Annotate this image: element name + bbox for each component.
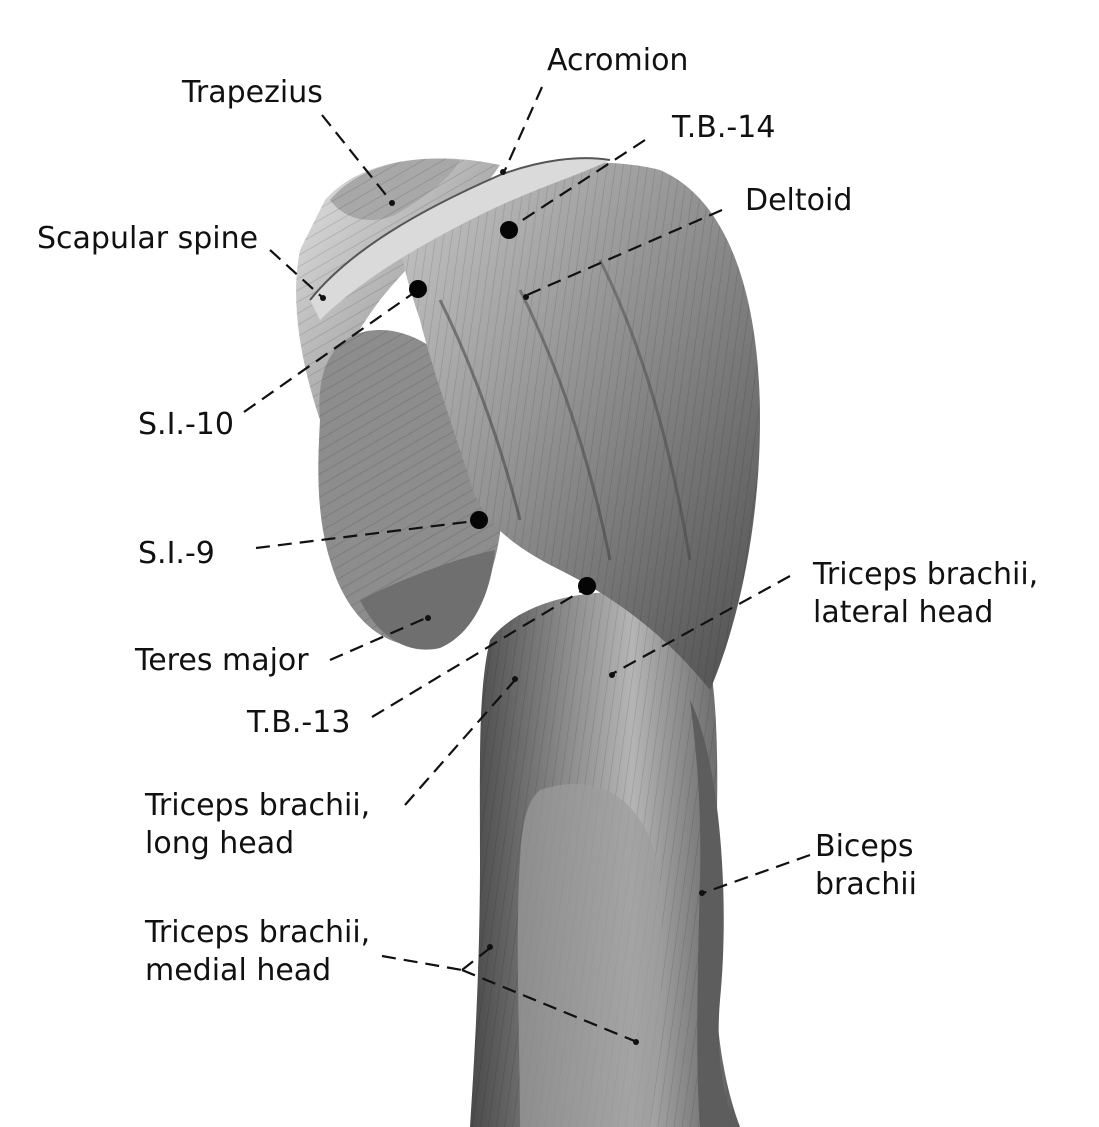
label-triceps-lateral-line2: lateral head xyxy=(813,595,994,630)
acupuncture-points xyxy=(409,221,596,595)
leader-lines xyxy=(243,86,811,1044)
leader-triceps-medial-a xyxy=(381,954,463,972)
upper-arm xyxy=(470,592,740,1127)
label-teres-major: Teres major xyxy=(135,643,309,678)
label-triceps-medial-line2: medial head xyxy=(145,953,332,988)
label-scapular-spine: Scapular spine xyxy=(37,221,259,256)
label-biceps-line2: brachii xyxy=(815,867,917,902)
label-triceps-medial-line1: Triceps brachii, xyxy=(145,915,371,950)
trapezius-region xyxy=(330,158,460,220)
label-triceps-long: Triceps brachii, long head xyxy=(145,787,370,863)
deltoid-region xyxy=(400,162,760,690)
leader-si9 xyxy=(255,519,476,550)
leader-triceps-medial-b xyxy=(461,947,491,971)
label-triceps-lateral: Triceps brachii, lateral head xyxy=(813,556,1038,632)
point-tb13 xyxy=(578,577,596,595)
label-tb13: T.B.-13 xyxy=(247,705,351,740)
label-triceps-lateral-line1: Triceps brachii, xyxy=(813,557,1039,592)
leader-acromion xyxy=(503,86,544,171)
leader-si10 xyxy=(243,291,416,413)
point-si9 xyxy=(470,511,488,529)
leader-triceps-medial-c xyxy=(461,968,638,1044)
label-deltoid: Deltoid xyxy=(745,183,853,218)
point-si10 xyxy=(409,280,427,298)
label-triceps-medial: Triceps brachii, medial head xyxy=(145,914,370,990)
label-biceps: Biceps brachii xyxy=(815,828,917,904)
leader-tb13 xyxy=(371,589,584,718)
leader-tips xyxy=(320,169,705,1045)
label-tb14: T.B.-14 xyxy=(672,110,776,145)
label-si10: S.I.-10 xyxy=(138,407,234,442)
label-si9: S.I.-9 xyxy=(138,536,215,571)
label-triceps-long-line2: long head xyxy=(145,826,295,861)
label-triceps-long-line1: Triceps brachii, xyxy=(145,788,371,823)
leader-tb14 xyxy=(511,139,646,228)
label-acromion: Acromion xyxy=(547,43,689,78)
leader-biceps xyxy=(702,853,811,895)
scapular-spine-band xyxy=(309,157,611,320)
leader-trapezius xyxy=(321,114,391,201)
leader-triceps-long xyxy=(404,679,516,806)
leader-deltoid xyxy=(526,208,723,297)
point-tb14 xyxy=(500,221,518,239)
leader-teres-major xyxy=(329,616,427,662)
label-biceps-line1: Biceps xyxy=(815,829,914,864)
label-trapezius: Trapezius xyxy=(182,75,323,110)
leader-scapular-spine xyxy=(269,249,323,298)
leader-triceps-lateral xyxy=(611,575,791,675)
